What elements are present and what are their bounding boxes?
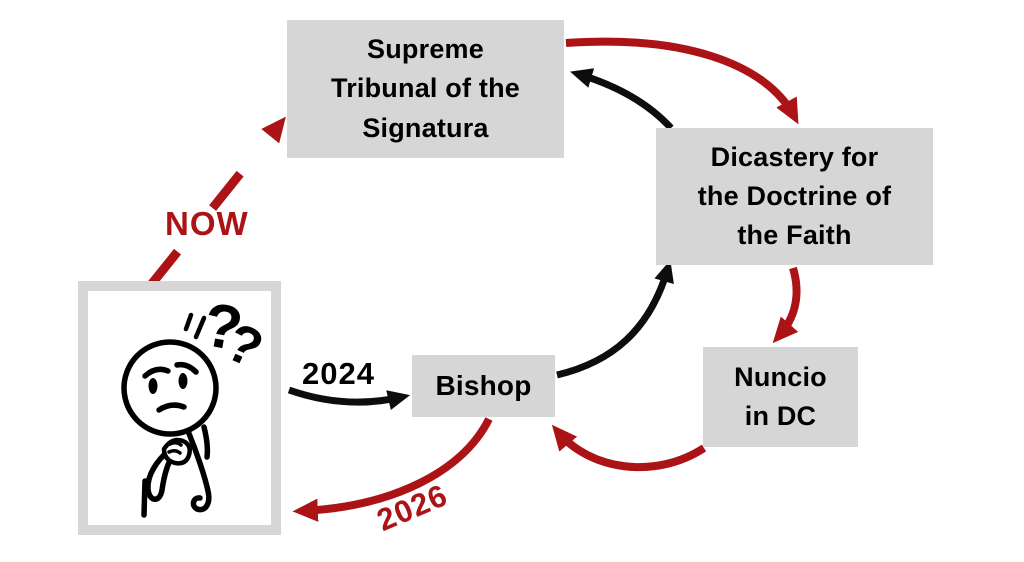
arrow-dicastery-to-supreme xyxy=(570,68,674,131)
arrow-nuncio-to-bishop xyxy=(551,424,707,472)
node-label-line: Nuncio xyxy=(734,361,827,392)
node-label-line: the Faith xyxy=(737,220,852,251)
arrow-bishop-to-dicastery xyxy=(556,260,674,379)
node-label-line: the Doctrine of xyxy=(697,180,892,211)
edge-label-now: NOW xyxy=(165,205,249,242)
node-nuncio: Nuncio in DC xyxy=(703,347,858,447)
thinking-person-box: ? ? xyxy=(78,281,281,535)
arrow-supreme-to-dicastery xyxy=(565,37,799,125)
node-label-line: Supreme xyxy=(367,34,484,65)
node-dicastery: Dicastery for the Doctrine of the Faith xyxy=(656,128,933,265)
node-label-line: Dicastery for xyxy=(710,141,879,172)
arrow-dicastery-to-nuncio xyxy=(772,266,801,344)
thinking-person-icon: ? ? xyxy=(121,290,272,518)
head xyxy=(121,339,219,437)
arrow-bishop-to-person xyxy=(292,417,493,522)
edge-label-2024: 2024 xyxy=(302,356,375,391)
node-label-line: in DC xyxy=(744,401,817,431)
node-label-line: Tribunal of the xyxy=(331,73,520,104)
node-label-line: Signatura xyxy=(362,112,489,143)
node-supreme-tribunal: Supreme Tribunal of the Signatura xyxy=(287,20,564,158)
arrow-person-to-supreme xyxy=(146,116,286,289)
node-label-line: Bishop xyxy=(435,369,532,401)
node-bishop: Bishop xyxy=(412,355,555,417)
arrow-person-to-bishop xyxy=(287,386,411,411)
